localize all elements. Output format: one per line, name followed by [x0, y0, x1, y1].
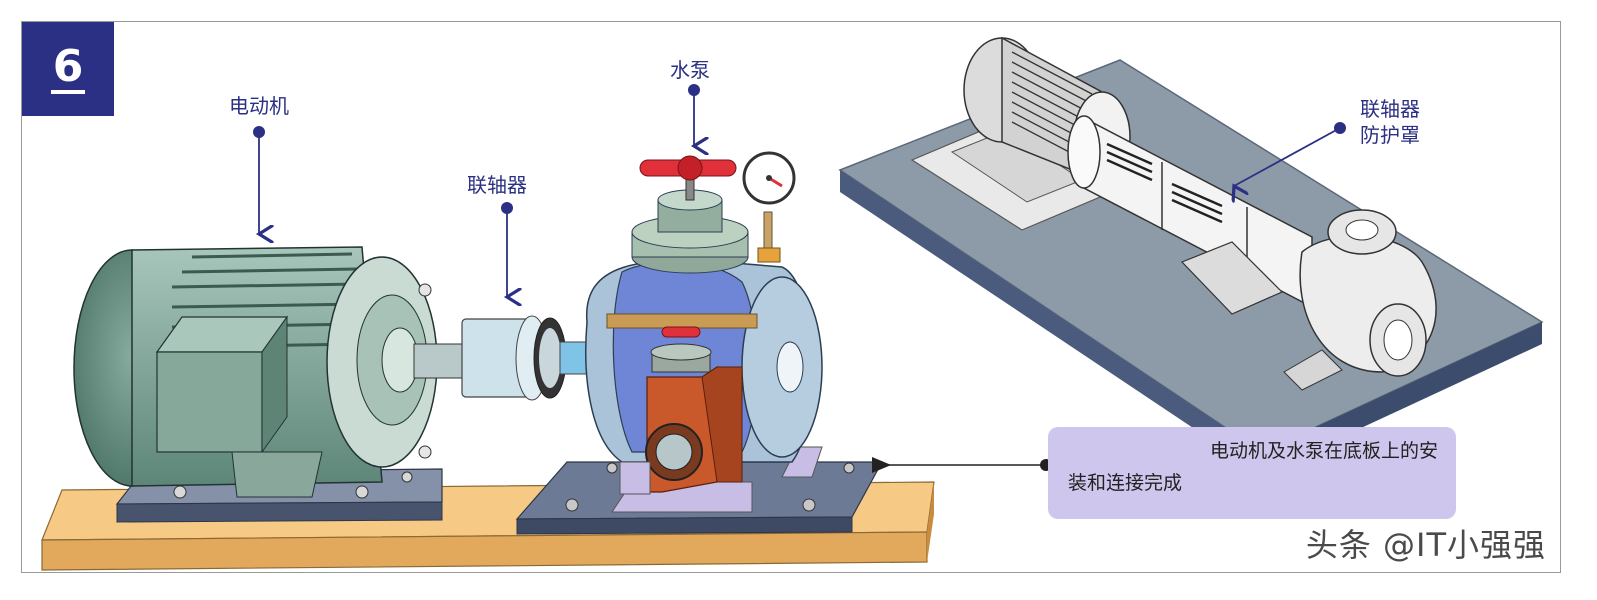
label-motor: 电动机: [229, 94, 289, 118]
iso-pump: [1283, 209, 1437, 391]
water-pump: [585, 151, 823, 495]
step-number-badge: 6: [22, 22, 114, 116]
label-coupling-guard: 联轴器 防护罩: [1360, 97, 1420, 147]
coupling: [461, 315, 593, 401]
callout-box: 电动机及水泵在底板上的安 装和连接完成: [1048, 427, 1456, 519]
label-water-pump: 水泵: [670, 58, 710, 82]
isometric-pump-set: [838, 36, 1544, 474]
callout-line-1: 电动机及水泵在底板上的安: [1209, 440, 1438, 462]
iso-coupling-guard: [1067, 115, 1313, 309]
motor: [73, 246, 465, 498]
label-coupling: 联轴器: [467, 173, 527, 197]
watermark: 头条 @IT小强强: [1305, 526, 1546, 564]
pump-base-plate: [515, 446, 884, 535]
illustration: [41, 36, 1544, 571]
step-number: 6: [50, 41, 86, 94]
callout-line-2: 装和连接完成: [1068, 472, 1183, 494]
diagram-frame: 6 电动机 水泵 联轴器 联轴器 防护罩 电动机及水泵在底板上的安 装和连接完成…: [21, 21, 1561, 573]
